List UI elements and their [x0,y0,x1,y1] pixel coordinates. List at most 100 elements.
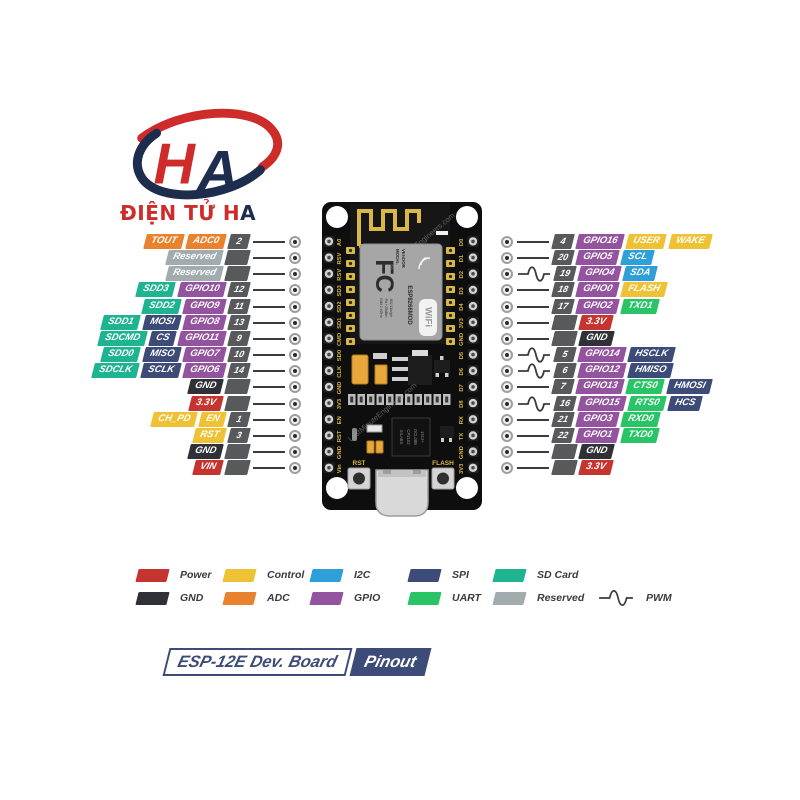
pin-hole-icon [501,461,513,474]
leader-line [517,434,549,437]
leader-line [253,288,285,291]
pin-hole-icon [289,235,301,248]
wifi-arcs-icon [418,257,431,270]
pin-hole-icon [289,445,301,458]
pin-hole-icon [501,283,513,296]
module-castellation-pads [346,247,455,345]
pin-number-badge: 1 [227,412,251,427]
pin-number-badge: 17 [551,299,575,314]
pin-function-label: GPIO7 [182,347,227,362]
legend-swatch [309,591,344,605]
pin-function-label: Reserved [165,266,224,281]
rst-button [347,467,371,490]
leader-line [253,321,285,324]
legend-label: PWM [646,592,672,604]
pin-function-label: HSCLK [627,347,676,362]
pin-hole-icon [289,316,301,329]
pin-row: 3.3V [501,460,614,475]
pin-hole-icon [501,251,513,264]
pin-number-badge: 7 [551,379,575,394]
esp12e-module: FC MODEL VENDOR ESP8266MOD ISM 2.4GHz PA… [346,204,455,345]
leader-line [517,288,549,291]
pin-function-label: GND [187,379,224,394]
logo-letter-a: A [195,140,238,202]
brand-text-red: ĐIỆN TỬ H [120,201,241,225]
pin-function-label: SDCLK [91,363,140,378]
board-silk-label: D1 [459,254,465,262]
logo-letter-h: H [154,133,197,197]
legend-label: Control [267,569,305,581]
pin-hole-icon [501,267,513,280]
pin-function-label: GPIO3 [575,412,620,427]
pin-function-label: HCS [667,396,704,411]
board-silk-label: RSV [337,252,343,264]
pin-function-label: GPIO16 [575,234,626,249]
logo-swoosh-navy [133,128,265,200]
leader-line [253,369,285,372]
board-name-label: ESP-12E Dev. Board [162,648,353,676]
pin-function-label: VIN [192,460,224,475]
pin-hole-icon [289,300,301,313]
legend-swatch [407,568,442,582]
board-silk-label: D0 [459,239,465,246]
board-silk-labels: A0RSVRSVSD3SD2SD1CMDSD0CLKGND3V3ENRSTGND… [337,239,465,474]
mount-hole-icon [326,206,348,228]
pin-row: VIN [192,460,301,475]
legend-swatch [492,568,527,582]
leader-line [253,466,285,469]
pwm-symbol-icon [518,346,550,363]
pin-function-label: GND [187,444,224,459]
flash-silk-label: FLASH [432,460,454,467]
rst-silk-label: RST [353,460,366,467]
pin-number-badge: 19 [553,266,577,281]
legend-swatch [492,591,527,605]
board-silk-label: 3V3 [459,463,465,474]
wifi-badge [419,299,437,336]
wifi-badge-label: WiFi [422,307,433,327]
pin-hole-icon [289,267,301,280]
legend-item-spi: SPI [407,566,469,584]
pin-hole-icon [501,316,513,329]
pin-function-label: SDD1 [100,315,142,330]
pin-number-badge [224,460,251,475]
sot23-ic [434,360,450,373]
legend-label: UART [452,592,481,604]
leader-line [253,240,285,243]
module-chip-label: ESP8266MOD [406,285,412,325]
pin-number-badge: 22 [551,428,575,443]
board-silk-label: D8 [459,400,465,408]
board-pin-holes [323,235,479,474]
pin-function-label: TXD0 [620,428,661,443]
module-spec3: 802.11b/g/n [389,299,393,318]
legend-swatch [309,568,344,582]
pin-function-label: Reserved [165,250,224,265]
legend-label: I2C [354,569,371,581]
pin-hole-icon [501,429,513,442]
wifi-antenna-icon [357,209,421,246]
pin-function-label: HMOSI [665,379,713,394]
pin-function-label: CS [148,331,178,346]
pin-number-badge [224,266,251,281]
legend-label: SPI [452,569,469,581]
pin-hole-icon [289,461,301,474]
pin-row: 3.3V [501,315,614,330]
board-silk-label: Vin [337,464,343,473]
micro-usb-port [375,469,429,517]
legend-swatch [135,568,170,582]
legend-item-gpio: GPIO [309,589,380,607]
pin-number-badge: 16 [553,396,577,411]
pin-function-label: EN [197,412,227,427]
pin-hole-icon [289,283,301,296]
leader-line [253,450,285,453]
board-silk-label: GND [337,381,343,394]
leader-line [253,256,285,259]
